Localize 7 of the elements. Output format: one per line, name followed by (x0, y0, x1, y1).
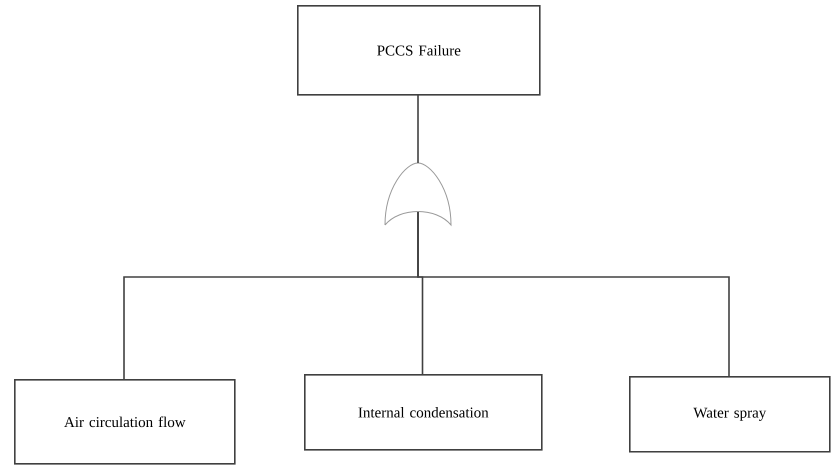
connector-line (417, 94, 419, 163)
connector-line (417, 212, 730, 376)
event-box: Internal condensation (304, 374, 543, 451)
event-box: PCCS Failure (297, 5, 541, 96)
or-gate (384, 162, 452, 226)
event-box: Air circulation flow (14, 379, 236, 465)
event-box: Water spray (629, 376, 831, 453)
